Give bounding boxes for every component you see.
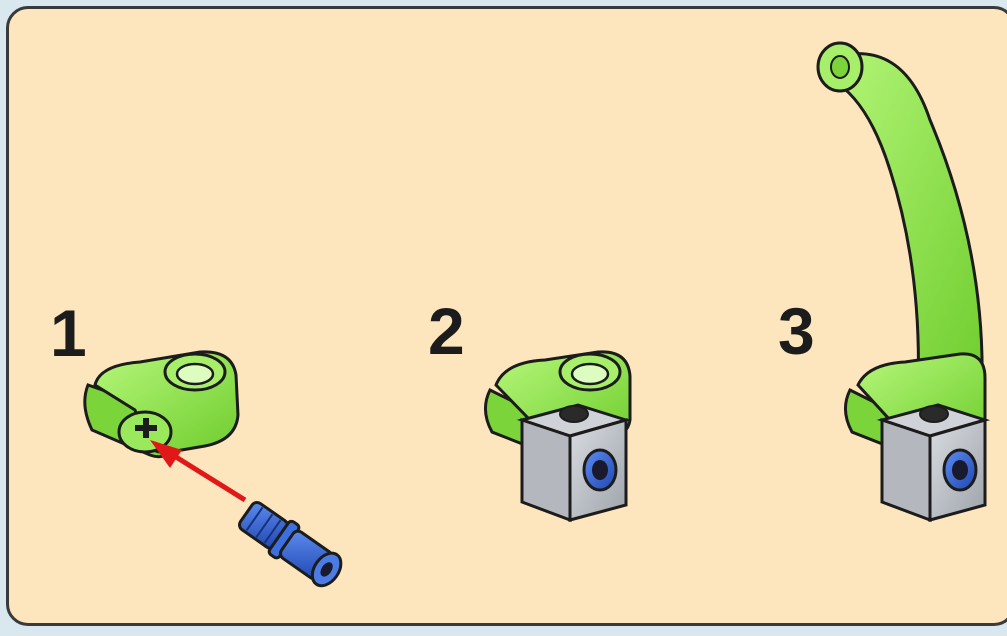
step3-gray-brick-icon — [876, 403, 991, 523]
instruction-panel — [6, 6, 1007, 626]
step1-red-arrow-icon — [150, 440, 247, 503]
step1-lime-connector-icon — [83, 350, 240, 459]
step3-curved-tube-icon — [816, 41, 984, 392]
step-number-1: 1 — [50, 296, 87, 370]
step1-blue-pin-icon — [238, 500, 343, 588]
step-number-3: 3 — [778, 294, 815, 368]
step-number-2: 2 — [428, 294, 465, 368]
step2-gray-brick-icon — [516, 403, 632, 523]
